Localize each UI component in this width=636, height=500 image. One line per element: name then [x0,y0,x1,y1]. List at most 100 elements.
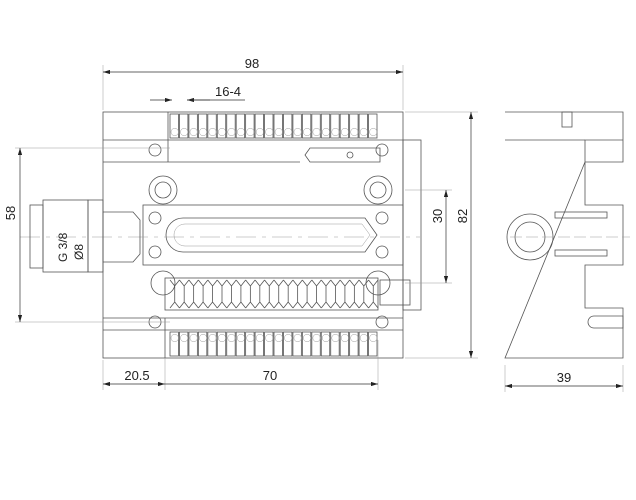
rib [188,331,198,357]
rib-hole [322,128,330,136]
rib [207,331,217,357]
bellows-fold [330,279,341,309]
bellows-fold [179,279,190,309]
dim-16-4: 16-4 [215,84,241,99]
rib [301,113,312,139]
rib [179,113,189,139]
bellows-outline [164,277,379,311]
rib [283,331,293,357]
dim-82: 82 [455,209,470,223]
bottom-rib-row [169,331,378,357]
screw-icon [148,143,162,157]
rib [264,113,274,139]
bellows-fold [216,279,228,309]
rib-hole [208,334,217,342]
rib-hole [293,334,302,342]
dim-58: 58 [3,206,18,220]
rib [368,331,378,357]
rib [320,331,331,357]
rib-hole [218,334,226,342]
sensor-probe [304,147,381,163]
rib-hole [189,334,198,342]
rib-hole [265,334,274,342]
rib [339,113,350,139]
bellows-fold [254,279,265,309]
rib-hole [303,334,312,342]
bellows-fold [235,279,246,309]
rib [169,331,179,357]
rib [339,331,350,357]
rib-hole [369,334,378,342]
rib-hole [284,334,293,342]
bellows-fold [311,279,322,309]
rib [197,331,208,357]
rib-hole [246,128,255,136]
rib-hole [236,334,245,342]
bellows-fold [302,279,313,309]
rib-hole [331,334,340,342]
rib-hole [170,334,179,342]
locating-pin [587,315,624,329]
bellows-fold [349,279,360,309]
rib [311,113,321,139]
rib [292,113,302,139]
channel-plate [142,204,404,266]
rib-hole [199,334,208,342]
bellows-fold [245,279,256,309]
dim-70: 70 [263,368,277,383]
rib [330,113,340,139]
rib [330,331,340,357]
top-rib-row [169,113,378,139]
rib-hole [331,128,340,136]
inlet-fitting: G 3/8 Ø8 [29,199,141,273]
rib [273,331,283,357]
side-view [504,111,630,359]
rib-hole [265,128,274,136]
rib-hole [208,128,217,136]
rib-hole [359,128,368,136]
rib-hole [312,128,321,136]
bellows-fold [358,279,369,309]
bellows-fold [273,279,284,309]
rib [235,113,246,139]
rib [358,113,368,139]
rib [169,113,179,139]
end-plug [379,279,411,306]
thread-label: G 3/8 [56,232,70,262]
diameter-label: Ø8 [72,244,86,260]
front-view: G 3/8 Ø8 [20,111,422,359]
mount-hole [148,175,178,205]
dim-98: 98 [245,56,259,71]
rib [283,113,293,139]
rib-hole [274,334,283,342]
rib-hole [293,128,302,136]
rib-hole [284,128,293,136]
bellows-fold [264,279,275,309]
bellows-fold [368,279,379,309]
dim-30: 30 [430,209,445,223]
rib [245,331,255,357]
rib-hole [255,334,264,342]
bellows-fold [292,279,303,309]
rib-hole [274,128,283,136]
bellows-fold [207,279,218,309]
bellows-fold [320,279,332,309]
rib-hole [369,128,378,136]
flow-slot [165,217,378,253]
rib [264,331,274,357]
rib [207,113,217,139]
rib [254,113,264,139]
rib-hole [350,334,359,342]
rib-hole [180,334,189,342]
bellows-fold [339,279,350,309]
bellows-fold [198,279,209,309]
dimensions: 98 16-4 58 20.5 70 30 82 39 [3,56,624,392]
rib [179,331,189,357]
bellows-fold [169,279,180,309]
bellows-fold [188,279,199,309]
rib [320,113,331,139]
bellows-fold [226,279,237,309]
rib-hole [199,128,208,136]
bellows [164,277,379,311]
